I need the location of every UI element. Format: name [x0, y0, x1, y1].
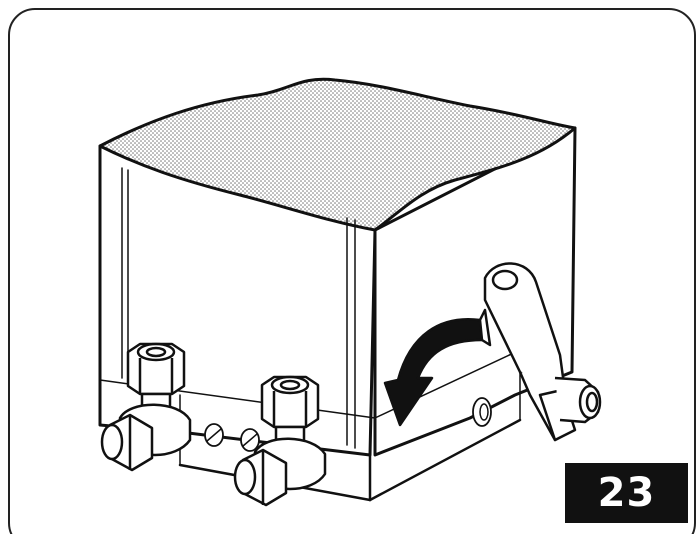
- fitting-right-icon: [233, 375, 327, 507]
- lever-tap-icon: [483, 262, 602, 442]
- frame-border: [8, 8, 696, 534]
- figure-number-badge: 23: [565, 463, 688, 523]
- fitting-left-icon: [100, 342, 192, 472]
- rotation-arrow-icon: [383, 308, 492, 427]
